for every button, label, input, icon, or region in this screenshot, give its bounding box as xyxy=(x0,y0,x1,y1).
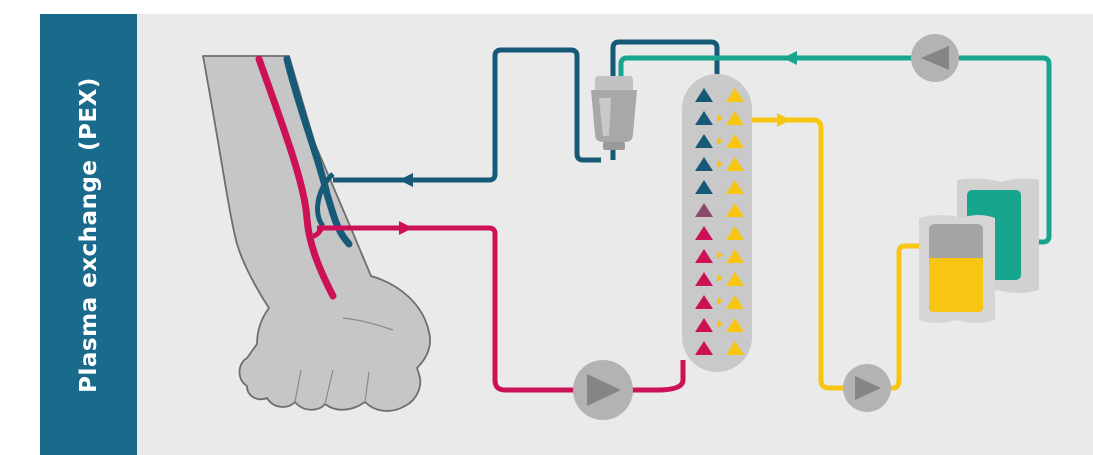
blood-pump-icon xyxy=(573,360,633,420)
plasma-filter-icon xyxy=(682,74,752,372)
plasma-flow-arrow xyxy=(777,113,791,127)
pex-circuit-diagram xyxy=(202,34,1052,420)
replacement-line xyxy=(618,55,1052,245)
replacement-pump-icon xyxy=(911,34,959,82)
plasma-line xyxy=(751,117,923,391)
title-banner: Plasma exchange (PEX) xyxy=(40,14,137,455)
drip-chamber-icon xyxy=(591,76,637,150)
return-line xyxy=(333,47,601,183)
arterial-vessel xyxy=(255,55,337,300)
plasma-pump-icon xyxy=(843,364,891,412)
arterial-line xyxy=(317,225,686,393)
page-title: Plasma exchange (PEX) xyxy=(75,76,102,393)
diagram-canvas xyxy=(137,14,1093,455)
waste-plasma-bag-icon xyxy=(919,215,995,323)
return-flow-arrow xyxy=(399,173,413,187)
replacement-flow-arrow xyxy=(783,51,797,65)
arterial-flow-arrow xyxy=(399,221,413,235)
